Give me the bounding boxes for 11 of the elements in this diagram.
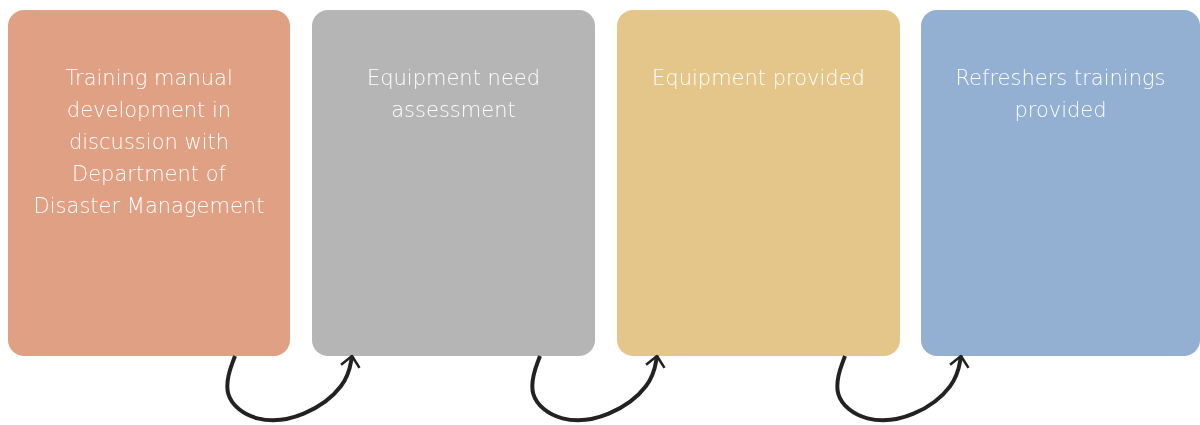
process-box <box>921 10 1200 356</box>
curved-arrow <box>530 354 666 423</box>
process-box <box>312 10 595 356</box>
step-text: Training manual development in discussion with Department of Disaster Management <box>32 65 266 220</box>
curved-arrow <box>835 354 970 423</box>
curved-arrow <box>225 354 361 423</box>
step-text: Refreshers trainings provided <box>954 65 1167 124</box>
process-box <box>8 10 290 356</box>
process-box <box>617 10 900 356</box>
step-text: Equipment provided <box>651 65 866 92</box>
step-text: Equipment need assessment <box>365 65 542 124</box>
